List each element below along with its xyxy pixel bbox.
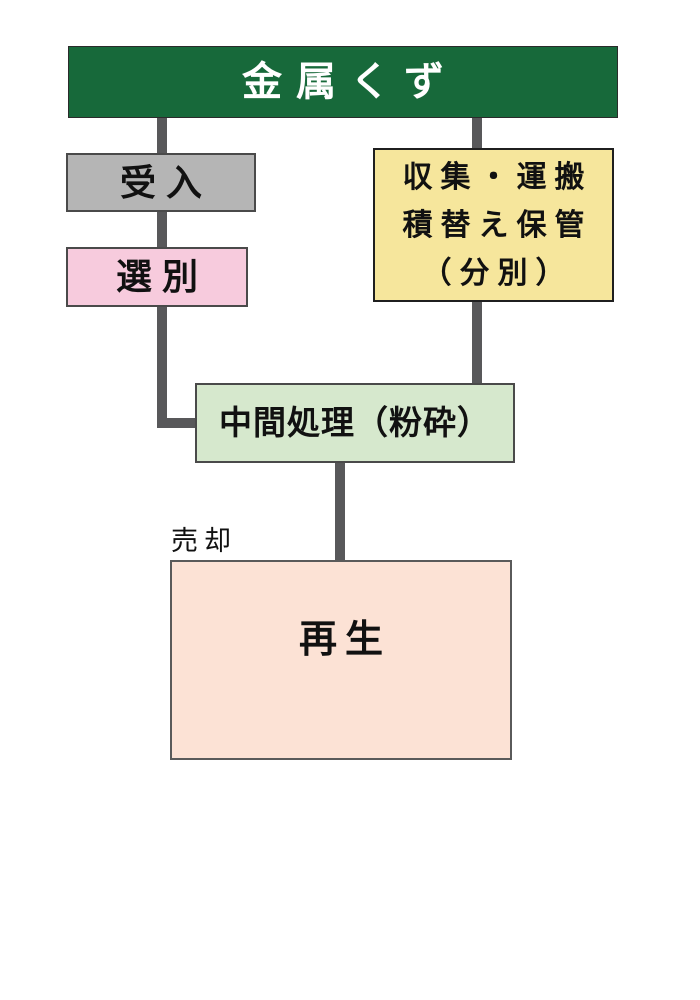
node-metal-scrap: 金属くず <box>68 46 618 118</box>
collect-line-2: 積替え保管 <box>402 209 593 242</box>
connector-left-elbow <box>157 418 199 428</box>
sale-label: 売却 <box>171 526 237 556</box>
node-recycle: 再生 <box>170 560 512 760</box>
node-collect-transport: 収集・運搬 積替え保管 （分別） <box>373 148 614 302</box>
node-sort: 選別 <box>66 247 248 307</box>
collect-line-1: 収集・運搬 <box>402 161 593 194</box>
node-accept: 受入 <box>66 153 256 212</box>
collect-line-3: （分別） <box>421 257 574 290</box>
node-intermediate-processing: 中間処理（粉砕） <box>195 383 515 463</box>
connector-intermediate-to-recycle <box>335 460 345 564</box>
